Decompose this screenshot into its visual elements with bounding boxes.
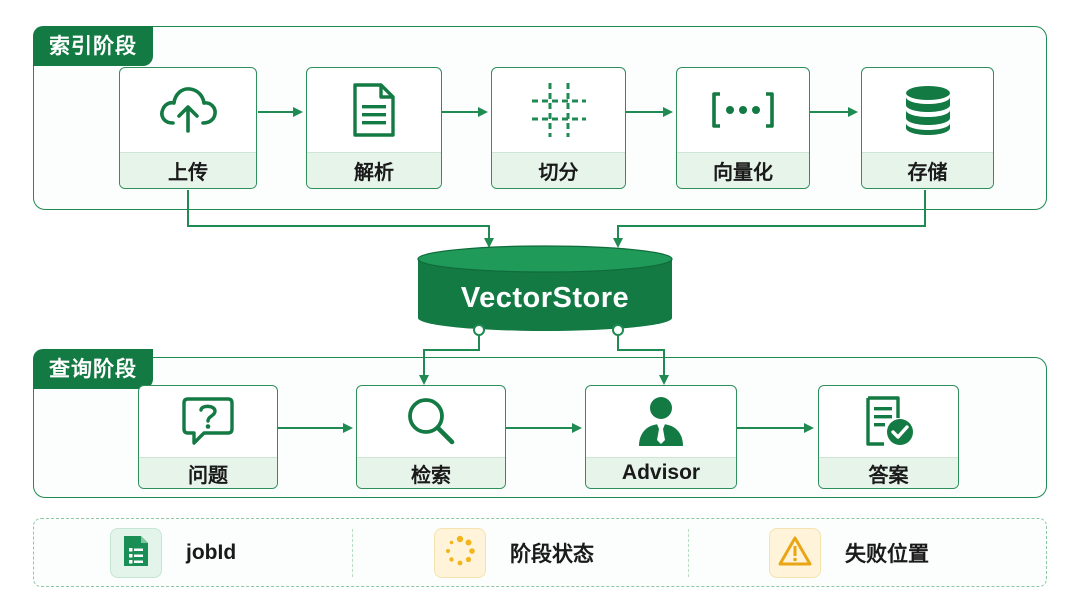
database-icon bbox=[902, 83, 954, 141]
step-vectorize-label: 向量化 bbox=[677, 152, 809, 188]
grid-split-icon bbox=[528, 79, 590, 145]
question-bubble-icon bbox=[180, 395, 236, 451]
step-question: 问题 bbox=[138, 385, 278, 489]
step-split: 切分 bbox=[491, 67, 626, 189]
step-vectorize: 向量化 bbox=[676, 67, 810, 189]
line-vectorstore-to-retrieve bbox=[419, 335, 480, 385]
vectorstore-port-left bbox=[473, 324, 485, 336]
step-upload: 上传 bbox=[119, 67, 257, 189]
query-phase-title: 查询阶段 bbox=[33, 349, 153, 389]
advisor-person-icon bbox=[636, 394, 686, 452]
answer-check-icon bbox=[862, 394, 916, 452]
document-icon bbox=[351, 81, 397, 143]
legend-label-stage-status: 阶段状态 bbox=[510, 542, 594, 566]
step-advisor: Advisor bbox=[585, 385, 737, 489]
step-upload-label: 上传 bbox=[120, 152, 256, 188]
step-parse: 解析 bbox=[306, 67, 442, 189]
warning-icon bbox=[778, 535, 812, 571]
legend-badge-stage-status bbox=[434, 528, 486, 578]
step-retrieve: 检索 bbox=[356, 385, 506, 489]
vectorstore-label: VectorStore bbox=[460, 281, 630, 314]
vector-brackets-icon bbox=[710, 90, 776, 134]
step-answer-label: 答案 bbox=[819, 457, 958, 488]
legend-label-jobid: jobId bbox=[186, 541, 237, 564]
step-parse-label: 解析 bbox=[307, 152, 441, 188]
legend-badge-failure-location bbox=[769, 528, 821, 578]
index-phase-title: 索引阶段 bbox=[33, 26, 153, 66]
vectorstore-cylinder bbox=[417, 245, 673, 331]
vectorstore-port-right bbox=[612, 324, 624, 336]
step-store: 存储 bbox=[861, 67, 994, 189]
step-question-label: 问题 bbox=[139, 457, 277, 488]
legend-item-stage-status: 阶段状态 bbox=[434, 527, 594, 579]
line-vectorstore-to-advisor bbox=[617, 335, 669, 385]
document-list-icon bbox=[121, 534, 151, 572]
step-answer: 答案 bbox=[818, 385, 959, 489]
legend-divider bbox=[688, 529, 689, 577]
loading-dots-icon bbox=[443, 534, 477, 572]
legend-item-failure-location: 失败位置 bbox=[769, 527, 929, 579]
step-split-label: 切分 bbox=[492, 152, 625, 188]
step-store-label: 存储 bbox=[862, 152, 993, 188]
legend-label-failure-location: 失败位置 bbox=[845, 542, 929, 566]
cloud-upload-icon bbox=[157, 83, 219, 141]
line-store-to-vectorstore bbox=[613, 190, 926, 248]
step-advisor-label: Advisor bbox=[586, 457, 736, 488]
step-retrieve-label: 检索 bbox=[357, 457, 505, 488]
legend-item-jobid: jobId bbox=[110, 527, 236, 579]
legend-bar: jobId 阶段状态 bbox=[33, 518, 1047, 587]
line-upload-to-vectorstore bbox=[187, 190, 494, 248]
legend-badge-jobid bbox=[110, 528, 162, 578]
magnifier-icon bbox=[404, 394, 458, 452]
legend-divider bbox=[352, 529, 353, 577]
